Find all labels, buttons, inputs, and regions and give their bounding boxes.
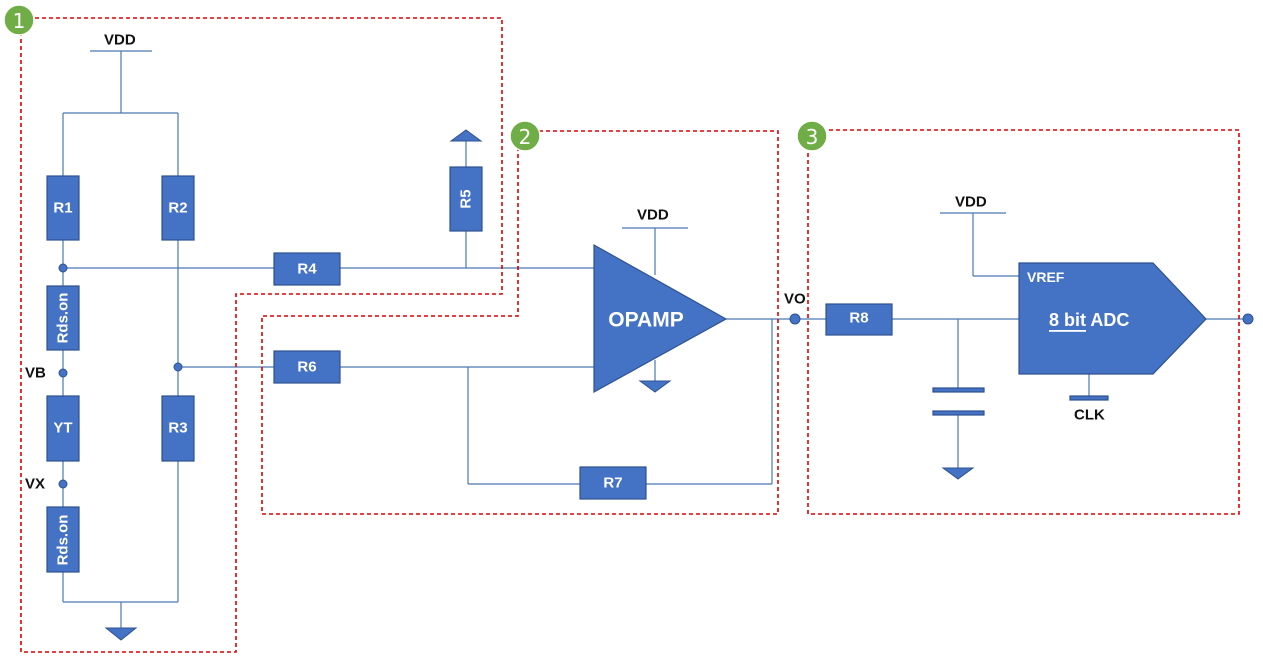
- resistor-r4: R4: [273, 252, 341, 286]
- adc-bits-label: 8 bit: [1049, 310, 1086, 330]
- resistor-r6: R6: [273, 350, 341, 384]
- region-1-border: [20, 17, 503, 653]
- region-2-border: [261, 130, 779, 515]
- adc-name-label: ADC: [1086, 310, 1129, 330]
- vb-label: VB: [25, 365, 46, 382]
- r2-label: R2: [168, 200, 187, 217]
- resistor-r8: R8: [825, 303, 893, 336]
- sensor-yt: YT: [46, 395, 80, 462]
- vdd-label-bridge: VDD: [104, 32, 136, 49]
- r1-label: R1: [53, 200, 72, 217]
- region-badge-3: 3: [796, 120, 828, 152]
- region-badge-2: 2: [509, 120, 541, 152]
- vdd-label-adc: VDD: [955, 194, 987, 211]
- vx-label: VX: [25, 476, 45, 493]
- r6-label: R6: [297, 359, 316, 376]
- ground-icon-opamp: [638, 380, 672, 393]
- junction-dots: [58, 263, 1254, 489]
- r3-label: R3: [168, 420, 187, 437]
- r4-label: R4: [297, 261, 317, 278]
- resistor-r1: R1: [46, 175, 80, 241]
- resistor-r7: R7: [579, 466, 647, 500]
- region-1-number: 1: [13, 9, 26, 33]
- yt-label: YT: [53, 420, 72, 437]
- region-3-number: 3: [806, 125, 819, 149]
- opamp: OPAMP: [593, 243, 728, 394]
- ground-icon-capacitor: [941, 467, 975, 480]
- resistor-r2: R2: [161, 175, 195, 241]
- ground-symbols: [104, 380, 975, 641]
- vref-label: VREF: [1027, 269, 1065, 285]
- rds-bottom-label: Rds.on: [55, 515, 72, 566]
- capacitor: [932, 387, 985, 416]
- resistor-r3: R3: [161, 395, 195, 462]
- resistor-rds-on-bottom: Rds.on: [46, 506, 80, 573]
- adc-8bit: VREF 8 bit ADC: [1018, 262, 1207, 401]
- wires: [62, 51, 1247, 628]
- region-2-number: 2: [519, 125, 532, 149]
- region-3-border: [807, 129, 1240, 515]
- resistor-r5: R5: [449, 166, 483, 232]
- clk-label: CLK: [1074, 407, 1105, 424]
- net-labels: VDD VDD VDD VB VX VO CLK: [25, 32, 1105, 493]
- opamp-label: OPAMP: [608, 309, 683, 332]
- vo-label: VO: [784, 291, 806, 308]
- rds-top-label: Rds.on: [55, 293, 72, 344]
- supply-symbols: [90, 50, 483, 142]
- vdd-label-opamp: VDD: [637, 207, 669, 224]
- r7-label: R7: [603, 475, 622, 492]
- ground-icon-bridge: [104, 627, 138, 641]
- resistor-rds-on-top: Rds.on: [46, 285, 80, 351]
- r5-supply-arrow-icon: [449, 129, 483, 142]
- r5-label: R5: [458, 189, 475, 208]
- r8-label: R8: [849, 310, 868, 327]
- adc-label: 8 bit ADC: [1049, 310, 1129, 330]
- region-badge-1: 1: [3, 4, 35, 36]
- region-borders: [20, 17, 1240, 653]
